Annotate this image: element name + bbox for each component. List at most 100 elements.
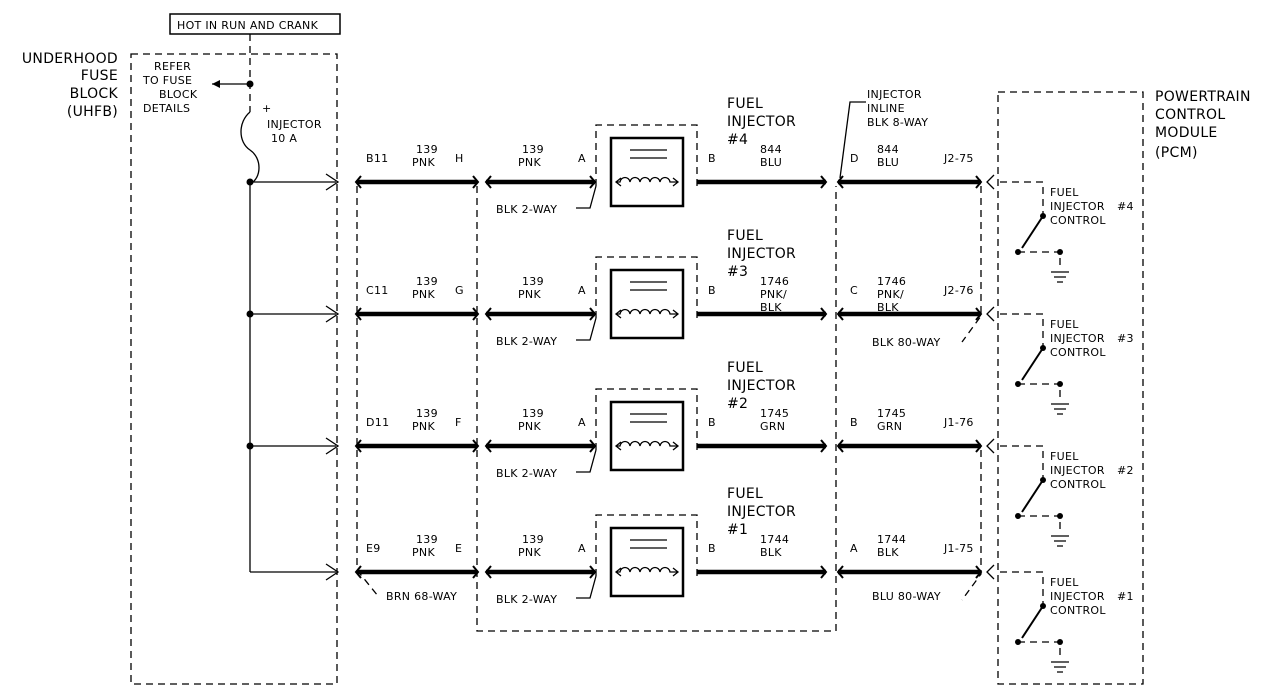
wire-b-line-1: 1744 bbox=[760, 533, 789, 546]
switch-ground-node bbox=[1057, 639, 1063, 645]
switch-blade bbox=[1021, 347, 1044, 381]
coil-arrow-l bbox=[614, 309, 622, 319]
uhfb-pin: D11 bbox=[366, 416, 389, 429]
injector-title-2: INJECTOR bbox=[727, 246, 796, 262]
inj-pin-b: B bbox=[708, 152, 716, 165]
uhfb-box bbox=[130, 53, 338, 685]
ground-icon bbox=[1051, 661, 1069, 673]
pcm-pin: J1-76 bbox=[943, 416, 974, 429]
wire-d-end-l bbox=[836, 439, 844, 453]
feed-branch-arrow bbox=[325, 437, 340, 455]
pcm-title-line-3: MODULE bbox=[1155, 125, 1218, 141]
switch-bottom bbox=[1018, 515, 1061, 534]
injector-dashed-frame bbox=[595, 514, 698, 576]
wire-c-line-1: 1744 bbox=[877, 533, 906, 546]
pcm-input-lead bbox=[1000, 313, 1044, 346]
feed-branch-arrow bbox=[325, 173, 340, 191]
inj-wire-number: 139 bbox=[522, 407, 544, 420]
injector-title-2: INJECTOR bbox=[727, 114, 796, 130]
pcm-input-arrow bbox=[986, 174, 995, 190]
switch-bottom bbox=[1018, 383, 1061, 402]
injector-circuit-3: D11 139 PNK F 139 PNK A BLK 2-WAY FUEL I… bbox=[246, 360, 1134, 547]
control-label-3: CONTROL bbox=[1050, 604, 1106, 617]
wire-c-end bbox=[820, 439, 828, 453]
injector-lines bbox=[630, 413, 667, 423]
refer-line-1: REFER bbox=[154, 60, 191, 73]
injector-title-1: FUEL bbox=[727, 96, 763, 112]
uhfb-title-line-4: (UHFB) bbox=[67, 104, 118, 120]
wire-a-number: 139 bbox=[416, 533, 438, 546]
hot-label: HOT IN RUN AND CRANK bbox=[177, 19, 319, 32]
inline-box bbox=[476, 186, 837, 632]
wire-c-line-2: BLK bbox=[877, 546, 899, 559]
hot-label-box bbox=[169, 13, 341, 35]
inj-conn-leader bbox=[576, 449, 597, 473]
injector-body bbox=[609, 400, 685, 472]
wire-b-line-2: PNK/ bbox=[760, 288, 787, 301]
coil-arrow-r bbox=[672, 177, 680, 187]
switch-ground-node bbox=[1057, 381, 1063, 387]
pcm-pin: J2-76 bbox=[943, 284, 974, 297]
inline-pin-a: F bbox=[455, 416, 462, 429]
injector-title-3: #2 bbox=[727, 396, 748, 412]
wire-pnk-a-end-l bbox=[354, 565, 362, 579]
injector-title-1: FUEL bbox=[727, 486, 763, 502]
coil-arrow-l bbox=[614, 567, 622, 577]
control-label-2: INJECTOR bbox=[1050, 200, 1105, 213]
feed-branch-arrow bbox=[325, 305, 340, 323]
wire-c-end bbox=[820, 565, 828, 579]
uhfb-connector-bracket bbox=[356, 186, 379, 597]
wire-b-line-1: 844 bbox=[760, 143, 782, 156]
inline-pin-a: H bbox=[455, 152, 464, 165]
fuse-plus: + bbox=[262, 102, 272, 115]
inj-conn-leader bbox=[576, 185, 597, 209]
wire-c-line-3: BLK bbox=[877, 301, 899, 314]
switch-blade bbox=[1021, 479, 1044, 513]
switch-bottom bbox=[1018, 641, 1061, 660]
wire-c-end bbox=[820, 307, 828, 321]
refer-line-3: BLOCK bbox=[159, 88, 198, 101]
wire-b-line-3: BLK bbox=[760, 301, 782, 314]
pcm-input-arrow bbox=[986, 306, 995, 322]
wire-b-line-2: BLU bbox=[760, 156, 782, 169]
refer-line-2: TO FUSE bbox=[142, 74, 192, 87]
injector-title-2: INJECTOR bbox=[727, 378, 796, 394]
inline-label-1: INJECTOR bbox=[867, 88, 922, 101]
control-label-2: INJECTOR bbox=[1050, 464, 1105, 477]
inline-pin-a: E bbox=[455, 542, 462, 555]
pcm-connector-upper-label: BLK 80-WAY bbox=[872, 336, 941, 349]
inline-pin-b: B bbox=[850, 416, 858, 429]
control-label-2: INJECTOR bbox=[1050, 332, 1105, 345]
inj-pin-a: A bbox=[578, 284, 586, 297]
pcm-pin: J2-75 bbox=[943, 152, 974, 165]
wire-c-line-2: BLU bbox=[877, 156, 899, 169]
uhfb-title-line-1: UNDERHOOD bbox=[22, 51, 118, 67]
injector-lines bbox=[630, 539, 667, 549]
inj-wire-color: PNK bbox=[518, 288, 541, 301]
injector-circuit-2: C11 139 PNK G 139 PNK A BLK 2-WAY FUEL I… bbox=[246, 228, 1134, 415]
injector-title-3: #1 bbox=[727, 522, 748, 538]
wire-pnk-b-end-l bbox=[484, 565, 492, 579]
wire-d-end-r bbox=[975, 307, 983, 321]
ground-icon bbox=[1051, 403, 1069, 415]
pcm-pin: J1-75 bbox=[943, 542, 974, 555]
switch-ground-node bbox=[1057, 513, 1063, 519]
wire-pnk-b-end-r bbox=[589, 439, 597, 453]
wire-pnk-b-end-r bbox=[589, 565, 597, 579]
control-number: #4 bbox=[1117, 200, 1134, 213]
injector-body bbox=[609, 526, 685, 598]
injector-title-1: FUEL bbox=[727, 228, 763, 244]
wire-c-line-1: 1746 bbox=[877, 275, 906, 288]
wire-pnk-b-end-r bbox=[589, 175, 597, 189]
refer-line-4: DETAILS bbox=[143, 102, 190, 115]
inline-label-2: INLINE bbox=[867, 102, 905, 115]
injector-title-1: FUEL bbox=[727, 360, 763, 376]
inj-wire-number: 139 bbox=[522, 275, 544, 288]
ground-icon bbox=[1051, 271, 1069, 283]
inline-pin-b: D bbox=[850, 152, 859, 165]
pcm-title-line-2: CONTROL bbox=[1155, 107, 1225, 123]
wire-pnk-a-end-l bbox=[354, 175, 362, 189]
wire-c-end bbox=[820, 175, 828, 189]
wire-c-line-1: 844 bbox=[877, 143, 899, 156]
injector-dashed-frame bbox=[595, 124, 698, 186]
